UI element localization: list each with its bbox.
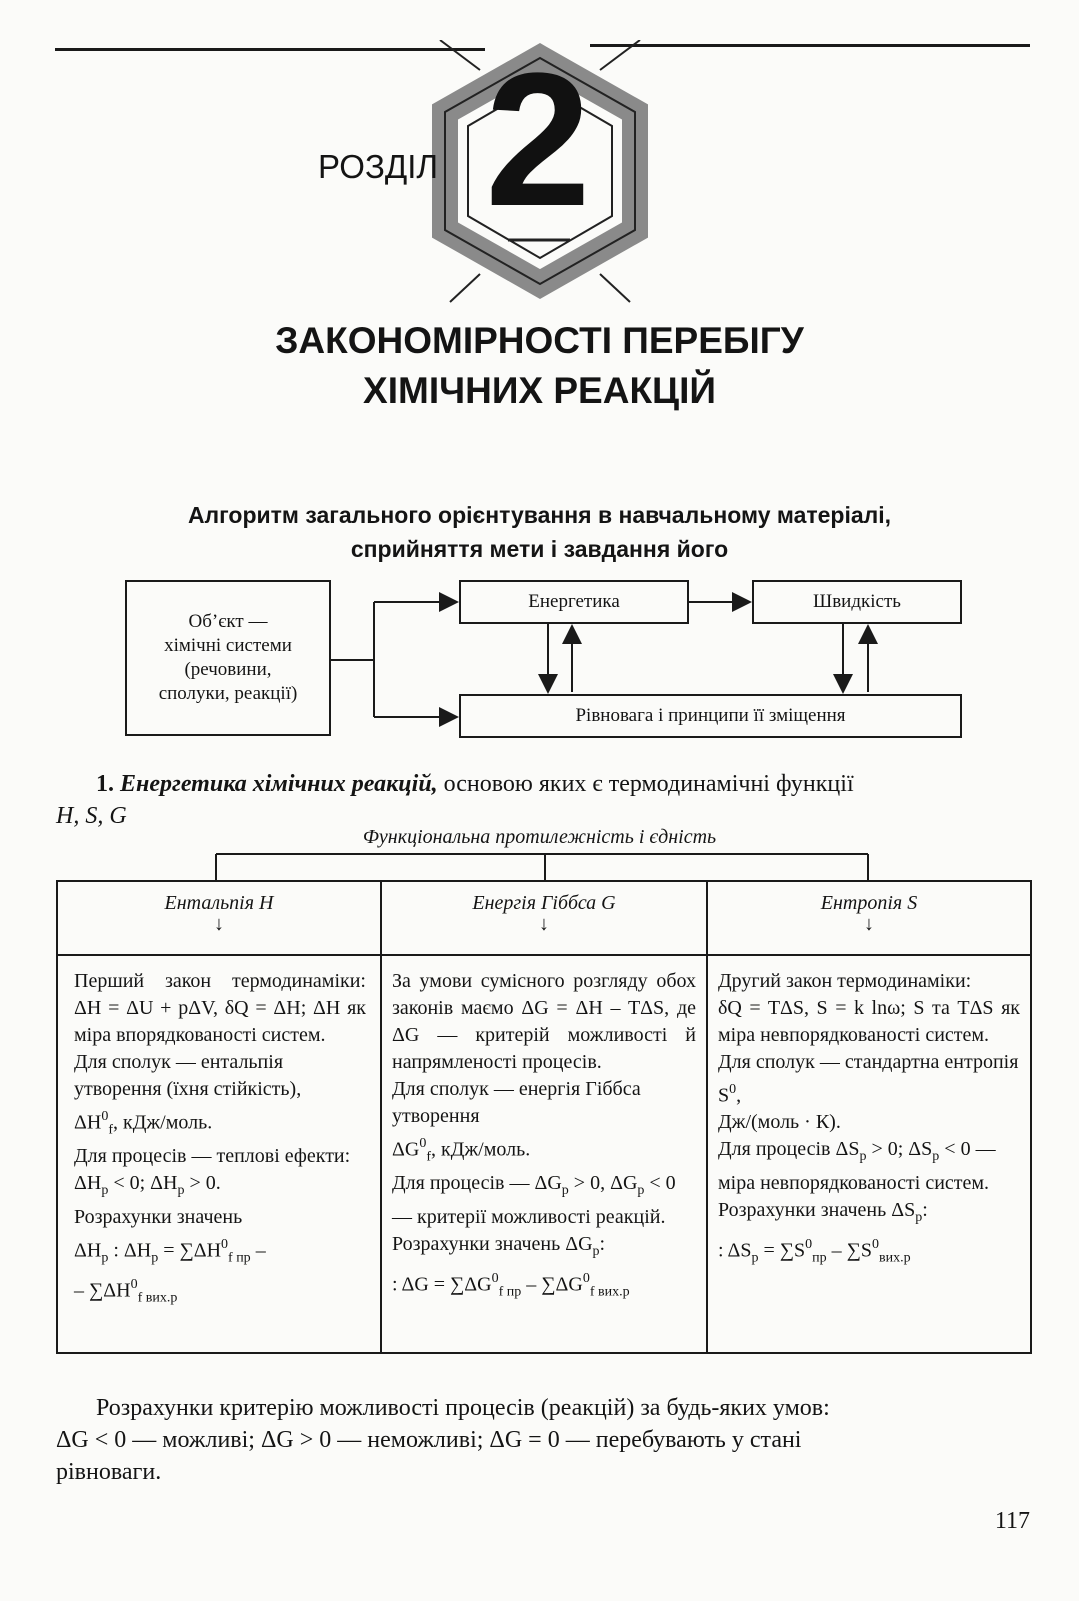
- chapter-emblem-hexagon: [432, 40, 648, 303]
- down-arrow-icon: ↓: [214, 913, 224, 935]
- down-arrow-icon: ↓: [864, 913, 874, 935]
- section-number: 1.: [96, 771, 114, 797]
- chapter-label: РОЗДІЛ: [318, 148, 439, 185]
- object-box-line: Об’єкт —: [188, 611, 268, 632]
- top-rule-right: [590, 44, 1030, 47]
- chapter-title-line1: ЗАКОНОМІРНОСТІ ПЕРЕБІГУ: [275, 320, 804, 361]
- object-box-line: хімічні системи: [164, 635, 292, 656]
- energy-box: Енергетика: [459, 580, 689, 624]
- col-gibbs-content: За умови сумісного розгляду обох законів…: [392, 970, 696, 1300]
- flow-arrows: [331, 592, 878, 727]
- object-box: Об’єкт — хімічні системи (речовини, спол…: [125, 580, 331, 736]
- caption-bracket: [215, 853, 869, 880]
- conclusion-paragraph: Розрахунки критерію можливості процесів …: [56, 1392, 1036, 1488]
- section-1-heading: 1. Енергетика хімічних реакцій, основою …: [56, 768, 1036, 832]
- speed-box: Швидкість: [752, 580, 962, 624]
- thermo-table: Ентальпія H↓ Енергія Гіббса G↓ Ентропія …: [56, 880, 1032, 1354]
- conclusion-line1: Розрахунки критерію можливості процесів …: [96, 1395, 830, 1421]
- section-title-rest: основою яких є термодинамічні функції: [437, 771, 854, 797]
- section-title: Енергетика хімічних реакцій,: [120, 771, 438, 797]
- col-head-enthalpy: Ентальпія H↓: [58, 892, 380, 935]
- object-box-line: сполуки, реакції): [158, 683, 298, 704]
- down-arrow-icon: ↓: [539, 913, 549, 935]
- section-functions: H, S, G: [56, 803, 127, 829]
- algorithm-title-line1: Алгоритм загального орієнтування в навча…: [187, 502, 892, 528]
- top-rule-left: [55, 48, 485, 51]
- col-head-gibbs: Енергія Гіббса G↓: [382, 892, 706, 935]
- conclusion-line2: ΔG < 0 — можливі; ΔG > 0 — неможливі; ΔG…: [56, 1427, 802, 1453]
- page-number: 117: [994, 1508, 1030, 1534]
- algorithm-title-line2: сприйняття мети і завдання його: [350, 536, 729, 562]
- equilibrium-box: Рівновага і принципи її зміщення: [459, 694, 962, 738]
- col-entropy-content: Другий закон термодинаміки: δQ = TΔS, S …: [718, 970, 1020, 1266]
- col-head-entropy: Ентропія S↓: [708, 892, 1030, 935]
- chapter-number: 2: [485, 34, 591, 246]
- object-box-line: (речовини,: [184, 659, 272, 680]
- table-caption: Функціональна протилежність і єдність: [362, 826, 717, 848]
- chapter-title-line2: ХІМІЧНИХ РЕАКЦІЙ: [363, 370, 716, 411]
- col-enthalpy-content: Перший закон термодинаміки: ΔH = ΔU + pΔ…: [74, 970, 366, 1306]
- conclusion-line3: рівноваги.: [56, 1459, 162, 1485]
